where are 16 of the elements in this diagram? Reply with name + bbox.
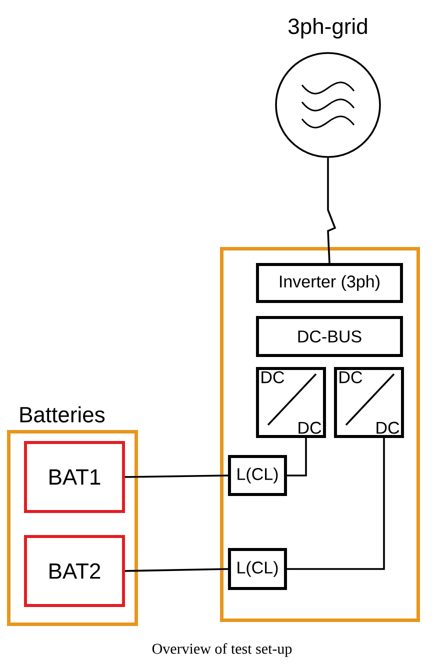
connection-line — [287, 438, 385, 570]
converter-box: DC DC — [334, 367, 404, 438]
connection-line — [327, 158, 336, 264]
group-box — [220, 247, 420, 622]
caption: Overview of test set-up — [152, 643, 292, 657]
connection-line — [287, 438, 307, 476]
component-box: L(CL) — [228, 548, 287, 590]
battery-box: BAT2 — [24, 535, 125, 607]
connection-line — [124, 568, 228, 572]
connection-line — [124, 474, 228, 478]
component-box: DC-BUS — [256, 316, 403, 357]
node-label: Batteries — [20, 406, 105, 422]
converter-box: DC DC — [256, 367, 326, 438]
component-box: Inverter (3ph) — [256, 263, 403, 303]
component-box: L(CL) — [228, 455, 287, 496]
battery-box: BAT1 — [24, 441, 125, 513]
